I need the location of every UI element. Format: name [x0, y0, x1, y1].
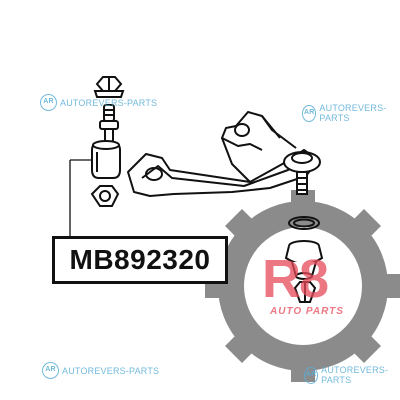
ball-joint [283, 151, 321, 195]
watermark-text: AUTOREVERS-PARTS [321, 365, 389, 385]
r8-logo: R8 [262, 249, 329, 309]
flange-nut-top [93, 76, 125, 98]
watermark-bottom-right: AR AUTOREVERS-PARTS [304, 365, 400, 385]
ar-logo-icon: AR [302, 104, 317, 122]
watermark-bottom-left: AR AUTOREVERS-PARTS [42, 362, 159, 379]
watermark-top-left: AR AUTOREVERS-PARTS [40, 94, 157, 111]
dust-boot [284, 240, 324, 280]
ar-logo-icon: AR [304, 366, 319, 384]
bushing [91, 140, 121, 179]
part-number-label: MB892320 [52, 236, 228, 284]
r8-logo-subtitle: AUTO PARTS [270, 306, 344, 317]
stabilizer-link-bolt [99, 104, 119, 148]
watermark-text: AUTOREVERS-PARTS [319, 103, 387, 123]
leader-line [69, 159, 92, 236]
watermark-text: AUTOREVERS-PARTS [62, 365, 160, 376]
snap-ring [288, 216, 320, 230]
watermark-top-right: AR AUTOREVERS-PARTS [302, 103, 400, 123]
castle-nut [293, 281, 317, 303]
lower-nut [90, 185, 120, 207]
ar-logo-icon: AR [40, 94, 57, 111]
watermark-text: AUTOREVERS-PARTS [60, 97, 158, 108]
ar-logo-icon: AR [42, 362, 59, 379]
